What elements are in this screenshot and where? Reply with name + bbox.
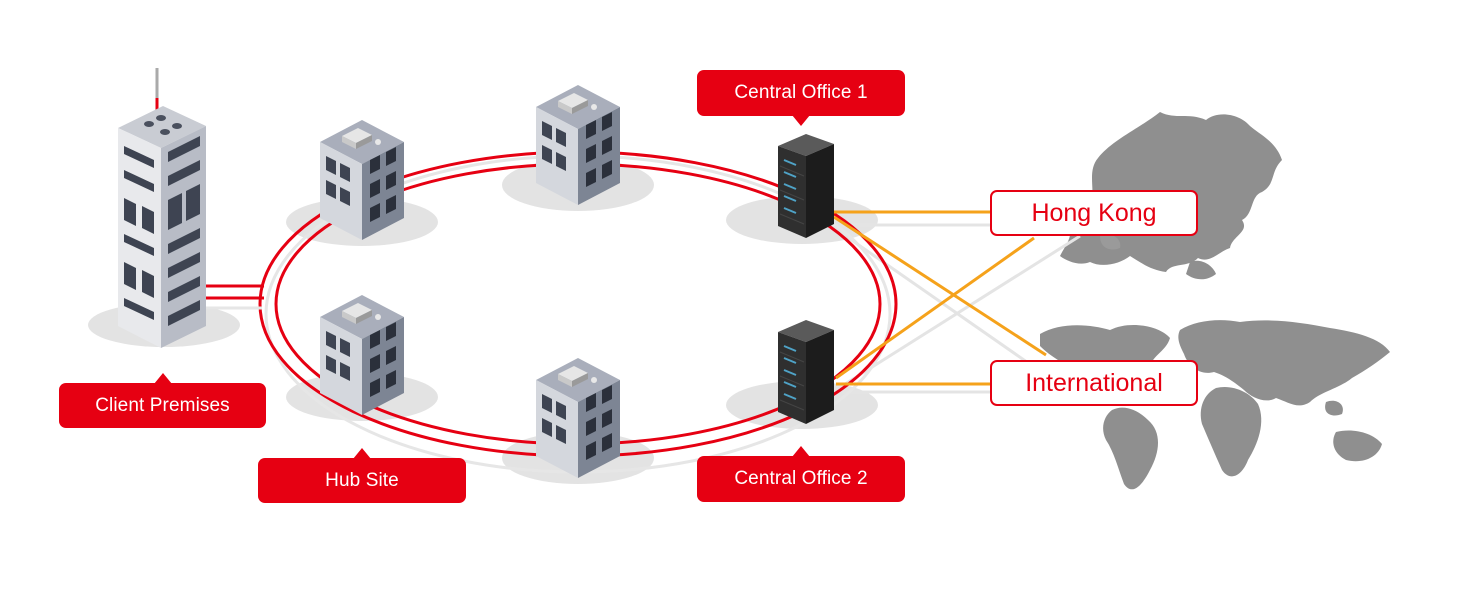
office-building-icon: [320, 295, 404, 415]
skyscraper-icon: [118, 68, 206, 348]
server-rack-icon: [777, 319, 835, 425]
office-building-icon: [536, 85, 620, 205]
label-pointer: [153, 373, 172, 384]
client-premises-label: Client Premises: [59, 373, 266, 428]
client-premises-text: Client Premises: [95, 394, 230, 416]
international-text: International: [1025, 368, 1163, 397]
central-office-2-text: Central Office 2: [734, 468, 868, 489]
office-building-icon: [536, 358, 620, 478]
server-rack-icon: [777, 133, 835, 239]
label-pointer: [792, 446, 810, 457]
central-office-1-text: Central Office 1: [734, 82, 868, 103]
label-pointer: [353, 448, 371, 459]
hub-site-label: Hub Site: [258, 448, 466, 503]
central-office-1-label: Central Office 1: [697, 70, 905, 126]
client-link: [205, 284, 264, 300]
ground-shadows: [88, 159, 878, 484]
uplinks: [833, 210, 1047, 386]
hub-site-text: Hub Site: [325, 469, 399, 491]
office-building-icon: [320, 120, 404, 240]
hong-kong-label: Hong Kong: [990, 190, 1198, 236]
label-pointer: [792, 115, 810, 126]
international-label: International: [990, 360, 1198, 406]
hong-kong-text: Hong Kong: [1031, 198, 1157, 227]
central-office-2-label: Central Office 2: [697, 446, 905, 502]
